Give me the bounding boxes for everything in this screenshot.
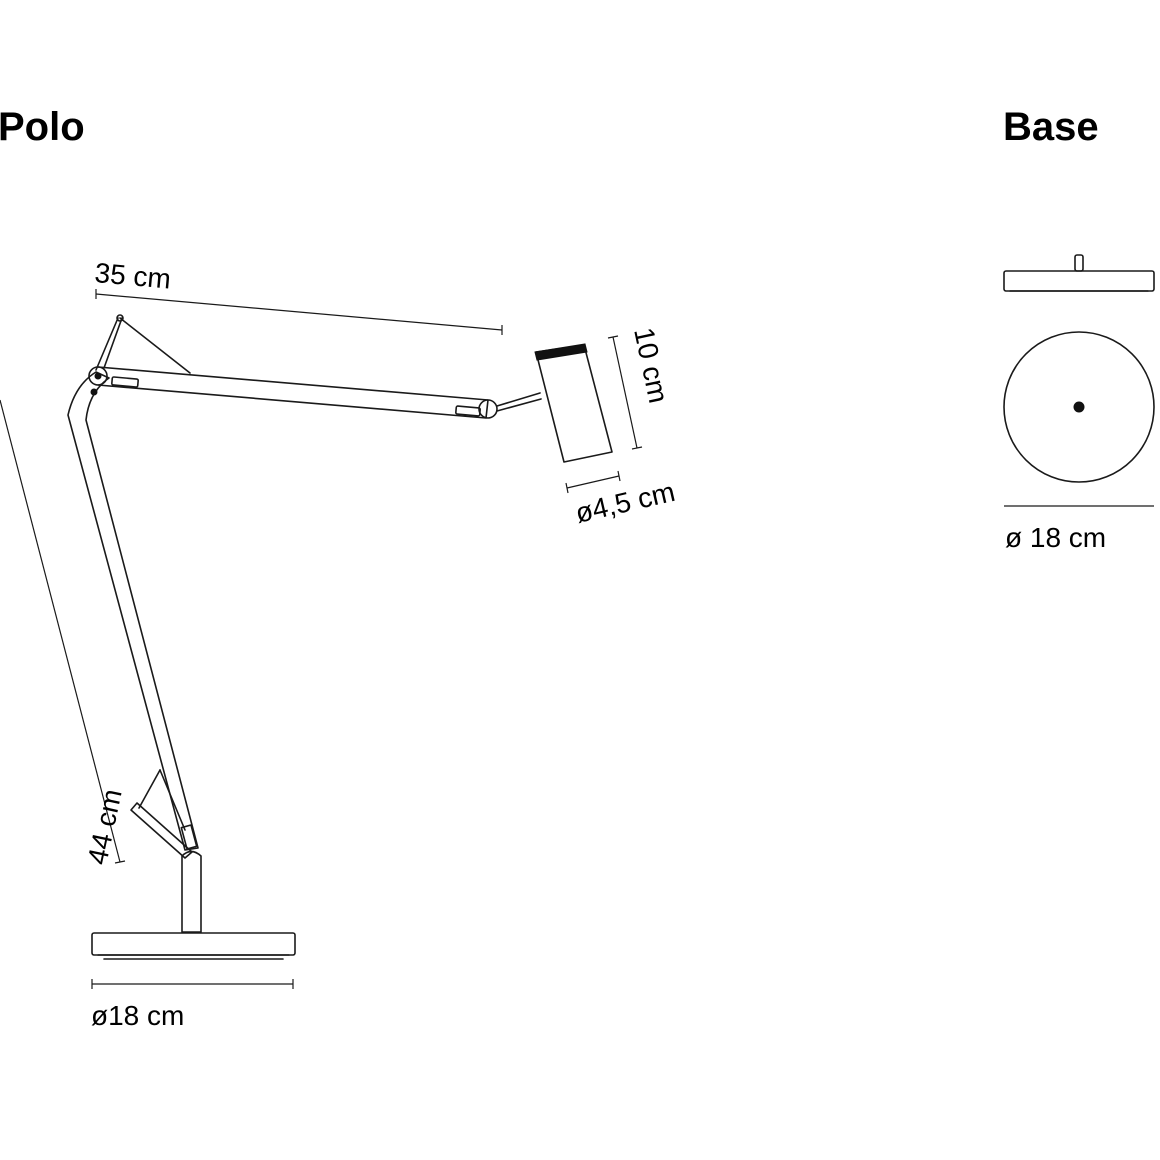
base-top-view <box>1003 331 1155 483</box>
base-diameter-label: ø18 cm <box>91 1000 184 1031</box>
lamp-head <box>534 343 613 463</box>
lamp-side-view <box>67 314 613 960</box>
arm-length-label: 35 cm <box>93 257 172 295</box>
lamp-lower-linkage <box>130 769 198 859</box>
head-diameter-label: ø4,5 cm <box>572 476 678 529</box>
lamp-head-connector <box>496 392 542 412</box>
lamp-horizontal-arm <box>88 366 498 419</box>
base-side-view <box>1003 254 1155 292</box>
base-detail: ø 18 cm <box>1003 254 1155 553</box>
base-detail-diameter-label: ø 18 cm <box>1005 522 1106 553</box>
lamp-base-plate <box>91 932 296 960</box>
column-height-label: 44 cm <box>82 786 128 867</box>
base-title: Base <box>1003 105 1099 149</box>
lamp-upper-bracket <box>90 314 191 396</box>
lamp-title: Polo <box>0 105 85 149</box>
head-height-label: 10 cm <box>628 325 674 406</box>
dimension-lines <box>0 289 643 989</box>
lamp-main-arm <box>67 371 199 851</box>
lamp-base-post <box>181 850 202 933</box>
